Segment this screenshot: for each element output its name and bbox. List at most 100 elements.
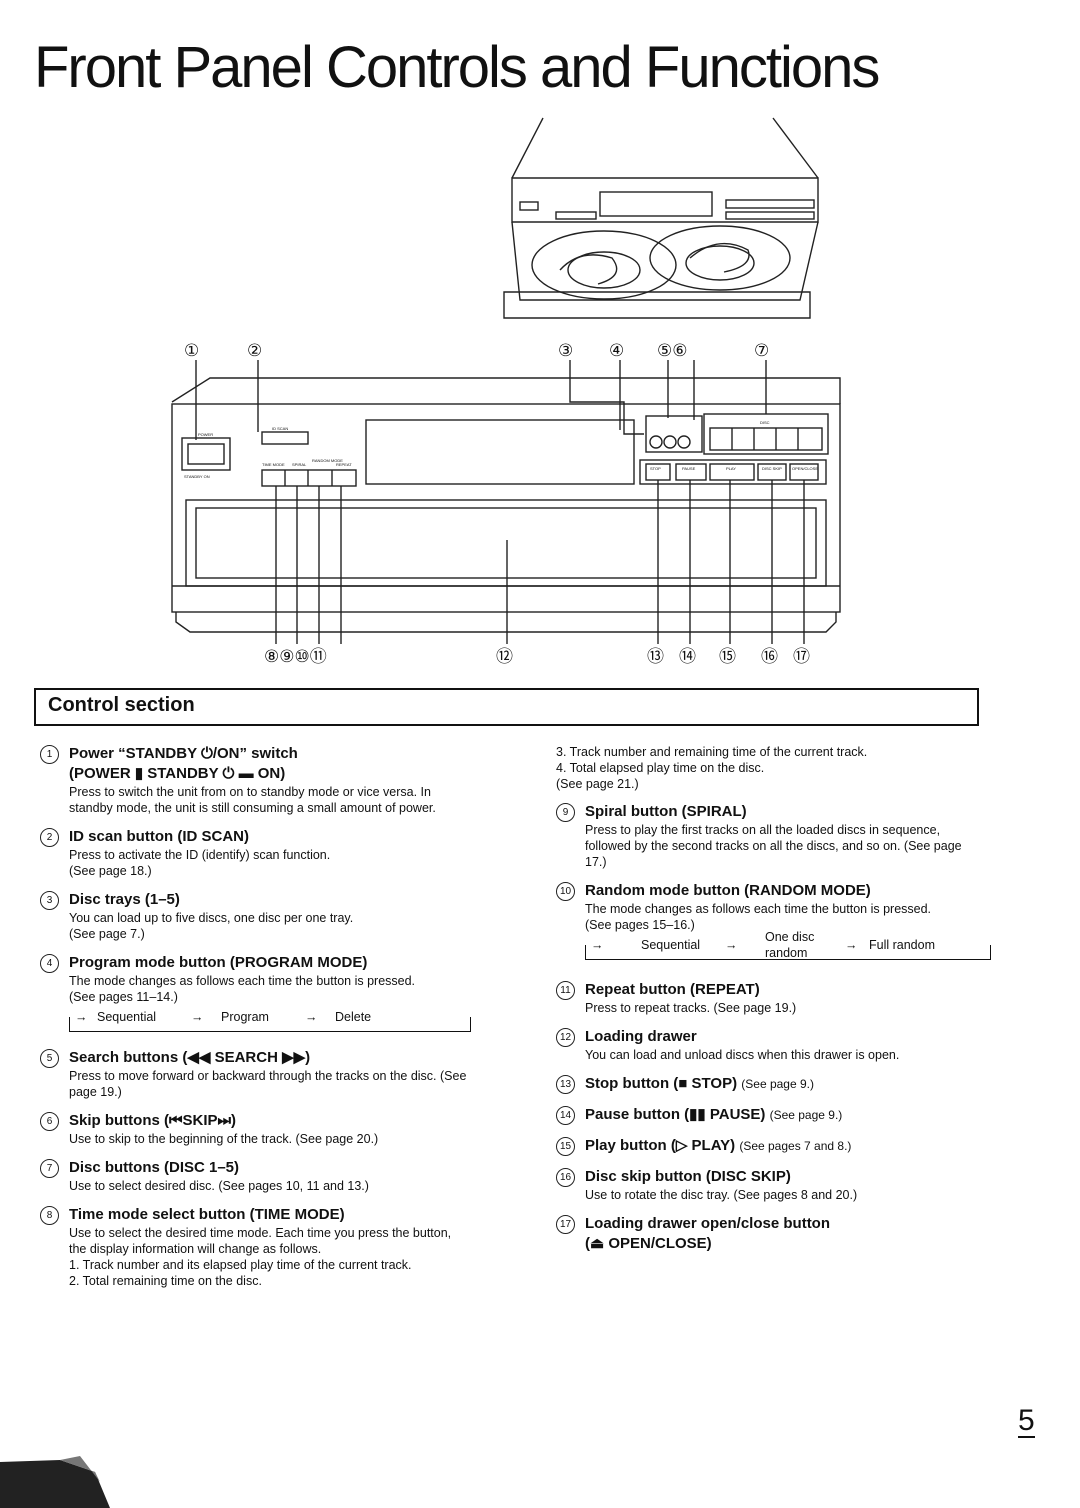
seq-arrow-start: →	[75, 1010, 88, 1024]
seq-arrow: →	[305, 1010, 318, 1024]
front-panel-illustration: ① ② ③ ④ ⑤⑥ ⑦ ⑧⑨⑩⑪ ⑫ ⑬ ⑭ ⑮ ⑯ ⑰ POWER STAN…	[171, 117, 841, 666]
item-desc-2: (See pages 15–16.)	[585, 918, 695, 932]
item-number: 3	[40, 891, 59, 910]
item-4: 4 Program mode button (PROGRAM MODE) The…	[40, 953, 471, 1037]
item-desc-2: (See page 7.)	[69, 927, 145, 941]
item-14: 14 Pause button (▮▮ PAUSE) (See page 9.)	[556, 1105, 982, 1125]
panel-label-standby: STANDBY ON	[184, 474, 210, 479]
item-number: 1	[40, 745, 59, 764]
callout-14: ⑭	[679, 647, 696, 666]
callout-16: ⑯	[761, 647, 778, 666]
item-8: 8 Time mode select button (TIME MODE) Us…	[40, 1205, 470, 1289]
item-number: 14	[556, 1106, 575, 1125]
program-sequence-diagram: → Sequential → Program → Delete	[69, 1007, 471, 1037]
item-number: 16	[556, 1168, 575, 1187]
list-line: 3. Track number and remaining time of th…	[556, 745, 868, 759]
item-title: Disc buttons (DISC 1–5)	[69, 1159, 240, 1176]
list-line: 4. Total elapsed play time on the disc.	[556, 761, 765, 775]
item-title-line: Pause button (▮▮ PAUSE) (See page 9.)	[585, 1105, 982, 1125]
item-desc: The mode changes as follows each time th…	[585, 902, 932, 916]
item-12: 12 Loading drawer You can load and unloa…	[556, 1027, 982, 1063]
page-title: Front Panel Controls and Functions	[34, 35, 880, 100]
item-title-line: Play button (▷ PLAY) (See pages 7 and 8.…	[585, 1136, 982, 1156]
item-title-line: Stop button (■ STOP) (See page 9.)	[585, 1074, 982, 1094]
item-5: 5 Search buttons (◀◀ SEARCH ▶▶) Press to…	[40, 1048, 470, 1100]
callout-5-6: ⑤⑥	[657, 341, 687, 360]
item-title: Pause button (▮▮ PAUSE)	[585, 1106, 766, 1123]
callout-3: ③	[558, 341, 573, 360]
item-list-line: 1. Track number and its elapsed play tim…	[69, 1258, 412, 1272]
seq-arrow: →	[191, 1010, 204, 1024]
item-desc: Use to select desired disc. (See pages 1…	[69, 1179, 369, 1193]
item-16: 16 Disc skip button (DISC SKIP) Use to r…	[556, 1167, 982, 1203]
callout-4: ④	[609, 341, 624, 360]
item-title: Spiral button (SPIRAL)	[585, 803, 747, 820]
item-title: Skip buttons (⏮SKIP⏭)	[69, 1112, 236, 1129]
seq-arrow: →	[725, 938, 738, 952]
item-number: 7	[40, 1159, 59, 1178]
item-title: Loading drawer	[585, 1028, 697, 1045]
seq-sequential: Sequential	[641, 938, 701, 952]
seq-delete: Delete	[335, 1010, 372, 1024]
seq-one-disc: One disc	[765, 930, 815, 944]
item-title: Play button (▷ PLAY)	[585, 1137, 736, 1154]
item-title: Disc skip button (DISC SKIP)	[585, 1168, 791, 1185]
seq-arrow-start: →	[591, 938, 604, 952]
item-17: 17 Loading drawer open/close button (⏏ O…	[556, 1214, 982, 1254]
seq-arrow: →	[845, 938, 858, 952]
panel-label-spiral: SPIRAL	[292, 462, 307, 467]
item-number: 6	[40, 1112, 59, 1131]
item-page-ref: (See page 9.)	[769, 1108, 843, 1122]
callout-17: ⑰	[793, 647, 810, 666]
item-desc: Use to rotate the disc tray. (See pages …	[585, 1188, 858, 1202]
item-title: Power “STANDBY ⏻/ON” switch	[69, 745, 298, 762]
item-title: Disc trays (1–5)	[69, 891, 180, 908]
panel-label-time-mode: TIME MODE	[262, 462, 285, 467]
item-desc: Press to play the first tracks on all th…	[585, 823, 962, 869]
item-title: Stop button (■ STOP)	[585, 1075, 738, 1092]
item-13: 13 Stop button (■ STOP) (See page 9.)	[556, 1074, 982, 1094]
item-title: Program mode button (PROGRAM MODE)	[69, 954, 368, 971]
item-page-ref: (See pages 7 and 8.)	[739, 1139, 852, 1153]
callout-7: ⑦	[754, 341, 769, 360]
item-number: 9	[556, 803, 575, 822]
panel-label-pause: PAUSE	[682, 466, 696, 471]
random-sequence-diagram: → Sequential → One disc random → Full ra…	[585, 930, 991, 969]
item-desc: Use to skip to the beginning of the trac…	[69, 1132, 379, 1146]
item-2: 2 ID scan button (ID SCAN) Press to acti…	[40, 827, 470, 879]
item-desc: Press to switch the unit from on to stan…	[69, 785, 436, 815]
time-mode-continued: 3. Track number and remaining time of th…	[556, 744, 982, 792]
item-7: 7 Disc buttons (DISC 1–5) Use to select …	[40, 1158, 470, 1194]
panel-label-disc-skip: DISC SKIP	[762, 466, 782, 471]
section-title: Control section	[48, 694, 195, 716]
panel-label-stop: STOP	[650, 466, 661, 471]
item-title-2: (⏏ OPEN/CLOSE)	[585, 1235, 712, 1252]
callout-13: ⑬	[647, 647, 664, 666]
callout-12: ⑫	[496, 647, 513, 666]
item-number: 13	[556, 1075, 575, 1094]
panel-label-play: PLAY	[726, 466, 736, 471]
item-number: 12	[556, 1028, 575, 1047]
seq-program: Program	[221, 1010, 269, 1024]
item-title: ID scan button (ID SCAN)	[69, 828, 249, 845]
item-desc-2: (See page 18.)	[69, 864, 152, 878]
callout-15: ⑮	[719, 647, 736, 666]
panel-label-id-scan: ID SCAN	[272, 426, 288, 431]
item-desc: Press to repeat tracks. (See page 19.)	[585, 1001, 797, 1015]
list-line: (See page 21.)	[556, 777, 639, 791]
seq-random: random	[765, 946, 808, 960]
item-list-line: 2. Total remaining time on the disc.	[69, 1274, 262, 1288]
item-desc: You can load up to five discs, one disc …	[69, 911, 354, 925]
callout-2: ②	[247, 341, 262, 360]
item-6: 6 Skip buttons (⏮SKIP⏭) Use to skip to t…	[40, 1111, 470, 1147]
panel-label-repeat: REPEAT	[336, 462, 352, 467]
panel-label-power: POWER	[198, 432, 213, 437]
item-number: 10	[556, 882, 575, 901]
item-desc: Press to move forward or backward throug…	[69, 1069, 467, 1099]
item-10: 10 Random mode button (RANDOM MODE) The …	[556, 881, 991, 969]
item-11: 11 Repeat button (REPEAT) Press to repea…	[556, 980, 982, 1016]
callout-1: ①	[184, 341, 199, 360]
scan-smudge	[0, 1456, 110, 1508]
seq-full-random: Full random	[869, 938, 935, 952]
item-desc: The mode changes as follows each time th…	[69, 974, 416, 988]
